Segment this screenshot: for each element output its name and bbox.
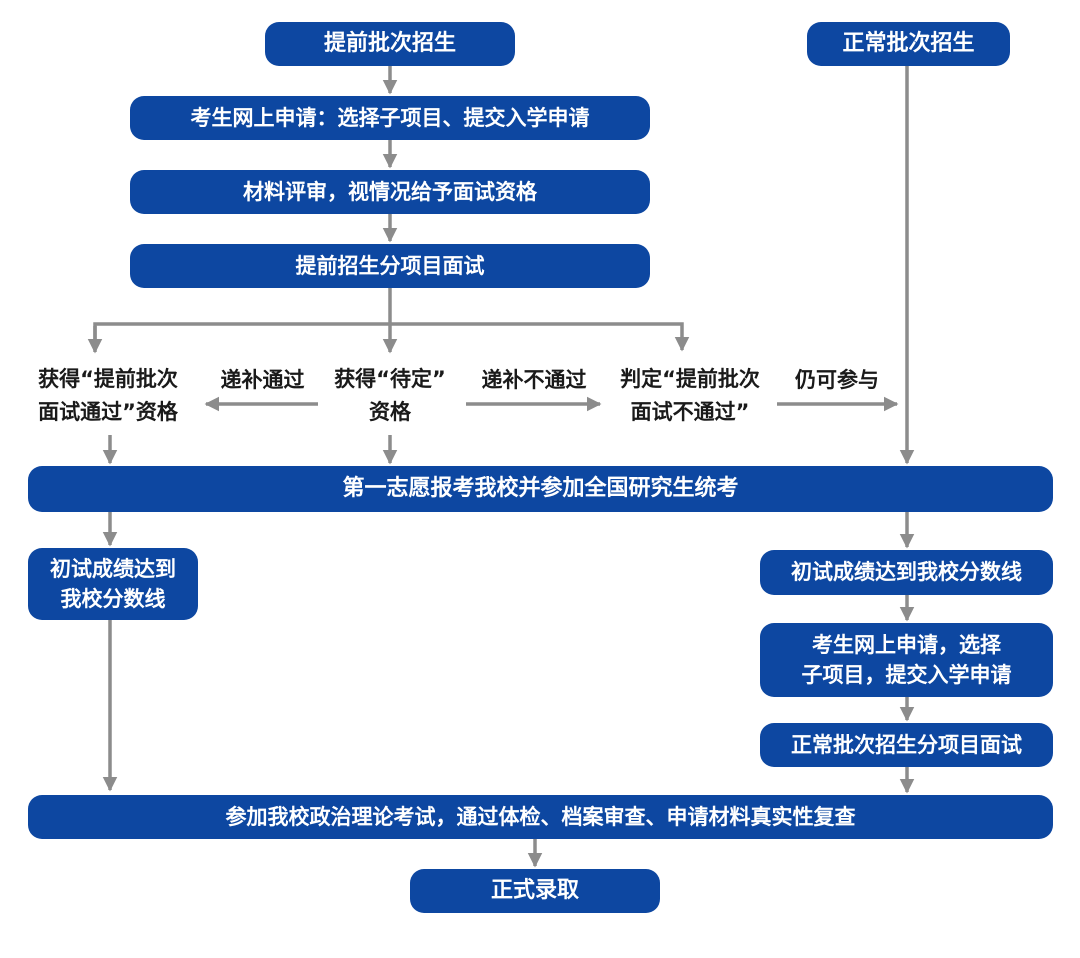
node-normal-batch: 正常批次招生 [807, 22, 1010, 66]
node-admission: 正式录取 [410, 869, 660, 913]
node-early-interview: 提前招生分项目面试 [130, 244, 650, 288]
node-final-checks: 参加我校政治理论考试，通过体检、档案审查、申请材料真实性复查 [28, 795, 1053, 839]
node-normal-interview: 正常批次招生分项目面试 [760, 723, 1053, 767]
node-material-review: 材料评审，视情况给予面试资格 [130, 170, 650, 214]
edge-label-supplement-pass: 递补通过 [220, 367, 305, 392]
node-not-passed: 判定“提前批次 面试不通过” [620, 367, 760, 424]
node-qualified: 获得“提前批次 面试通过”资格 [38, 367, 178, 424]
node-left-score: 初试成绩达到 我校分数线 [28, 548, 198, 620]
edge-label-still-participate: 仍可参与 [795, 367, 879, 392]
node-right-score: 初试成绩达到我校分数线 [760, 550, 1053, 595]
node-early-batch: 提前批次招生 [265, 22, 515, 66]
node-apply-online: 考生网上申请：选择子项目、提交入学申请 [130, 96, 650, 140]
node-pending: 获得“待定” 资格 [334, 367, 446, 424]
node-right-apply: 考生网上申请，选择 子项目，提交入学申请 [760, 623, 1053, 697]
node-national-exam: 第一志愿报考我校并参加全国研究生统考 [28, 466, 1053, 512]
edge-label-supplement-fail: 递补不通过 [481, 367, 587, 392]
